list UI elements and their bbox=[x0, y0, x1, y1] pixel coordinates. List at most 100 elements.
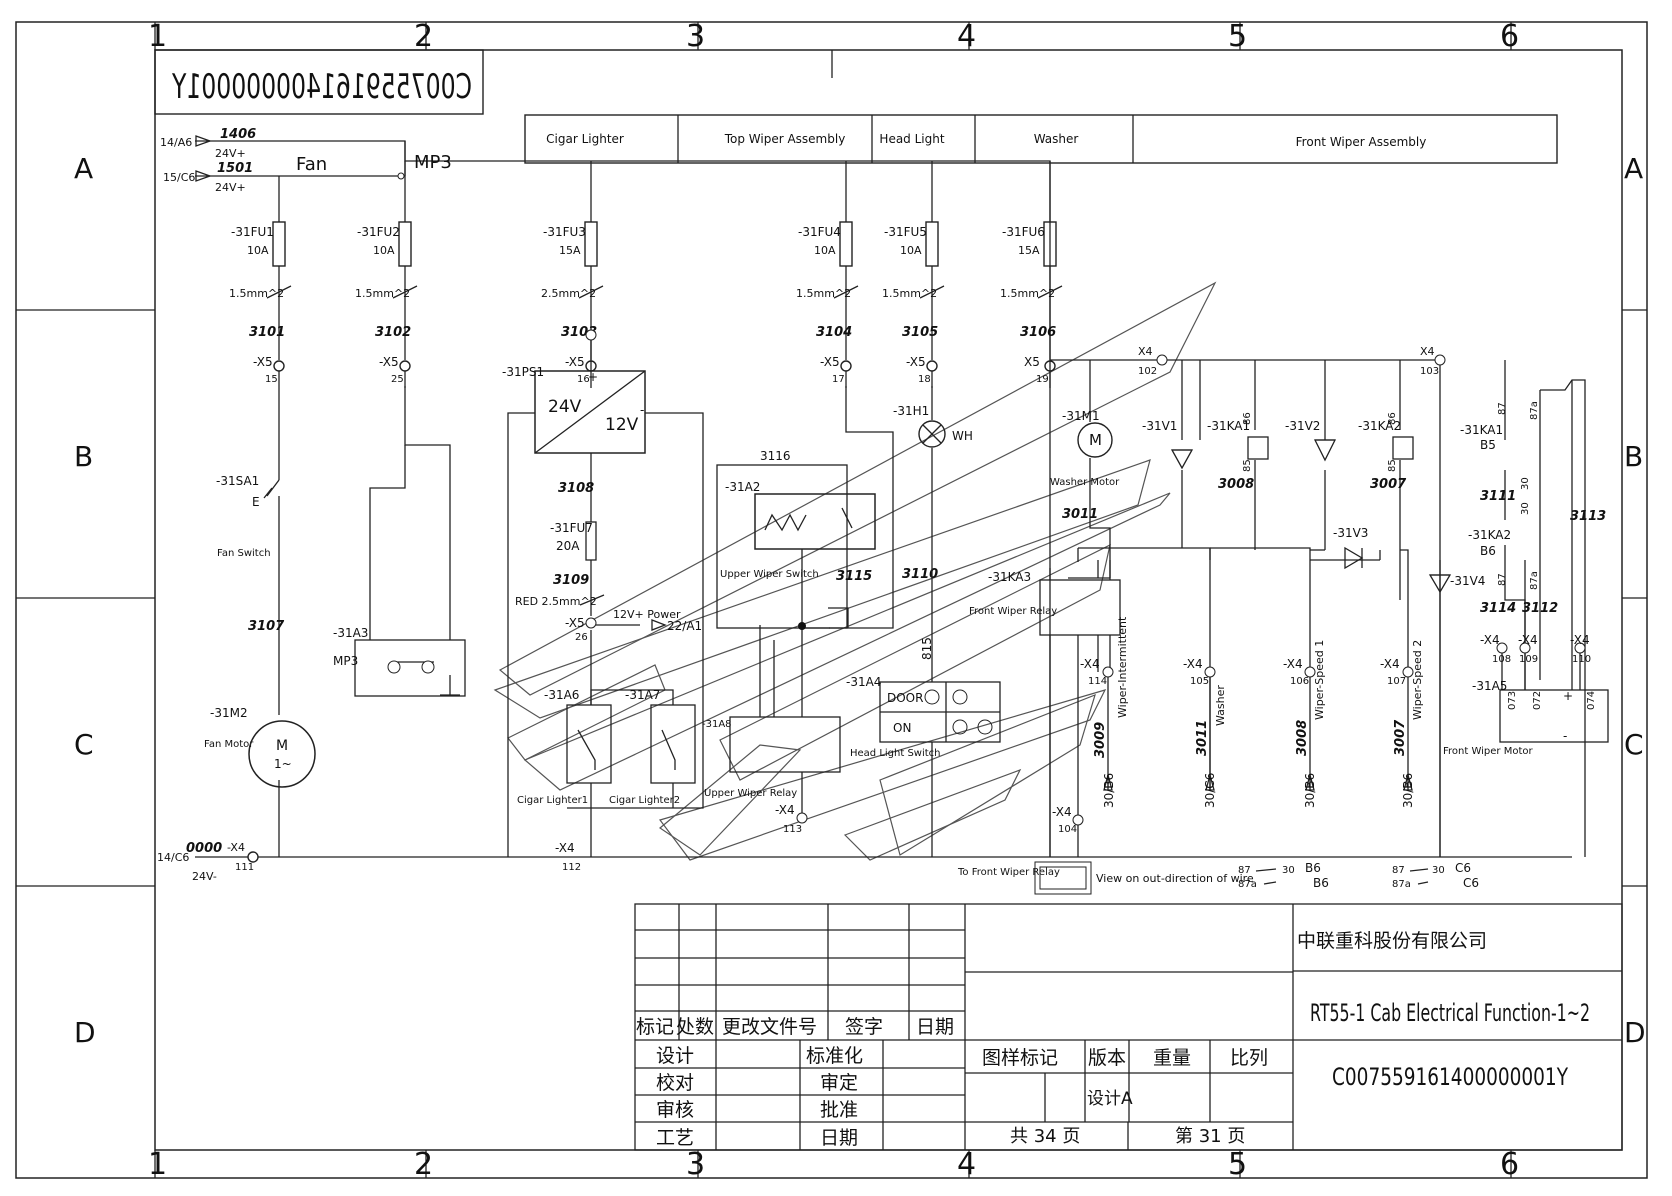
gnd-volt: 24V- bbox=[192, 870, 217, 883]
col-label-bottom: 4 bbox=[957, 1147, 976, 1182]
row-label-left: B bbox=[74, 440, 93, 473]
connector-icon bbox=[1034, 861, 1092, 895]
label-30-b6c: 30/B6 bbox=[1401, 773, 1415, 808]
head-lamp-icon bbox=[918, 420, 946, 448]
section-label: Head Light bbox=[879, 132, 944, 146]
wire-3007: 3007 bbox=[1370, 477, 1407, 492]
x4-105-num: 105 bbox=[1190, 676, 1209, 687]
company-name: 中联重科股份有限公司 bbox=[1297, 930, 1487, 952]
x4-112-label: -X4 bbox=[555, 841, 575, 855]
c-87-b: 87 bbox=[1497, 573, 1508, 586]
fuse-cross-section: 1.5mm^2 bbox=[796, 287, 851, 300]
wire-3115: 3115 bbox=[836, 569, 872, 584]
c-87: 87 bbox=[1497, 402, 1508, 415]
field-label: 重量 bbox=[1153, 1047, 1191, 1069]
role-left: 审核 bbox=[656, 1099, 694, 1121]
rev-header: 处数 bbox=[676, 1016, 714, 1038]
supply-in1-volt: 24V+ bbox=[215, 147, 246, 160]
rev-header: 签字 bbox=[845, 1016, 883, 1038]
leg-c6b: C6 bbox=[1463, 876, 1479, 890]
c-87a-b: 87a bbox=[1529, 571, 1540, 590]
ka2-85: 85 bbox=[1387, 459, 1398, 472]
mp3-jack-icon bbox=[421, 660, 435, 674]
fuse-terminal-label: -X5 bbox=[379, 355, 399, 369]
x4-104-num: 104 bbox=[1058, 824, 1077, 835]
mp3-branch bbox=[354, 386, 466, 697]
drawing-code: C007559161400000001Y bbox=[1332, 1063, 1568, 1091]
x4-105-label: -X4 bbox=[1183, 657, 1203, 671]
washer-motor-icon bbox=[1077, 422, 1113, 458]
ps1-12v: 12V bbox=[605, 415, 639, 435]
terminal-icon bbox=[273, 360, 285, 372]
fuse-terminal-number: 17 bbox=[832, 374, 845, 385]
fuse-cross-section: 1.5mm^2 bbox=[882, 287, 937, 300]
diode-icon bbox=[1170, 449, 1194, 470]
sa1-symbol: E bbox=[252, 495, 260, 509]
a8-label: -31A8 bbox=[702, 719, 732, 730]
wire-3114: 3114 bbox=[1480, 601, 1516, 616]
role-left: 校对 bbox=[656, 1072, 694, 1094]
cigar2-label: Cigar Lighter2 bbox=[609, 795, 680, 806]
x4-112-num: 112 bbox=[562, 862, 581, 873]
wire-3107: 3107 bbox=[248, 619, 285, 634]
h1-label: -31H1 bbox=[893, 404, 929, 418]
leg-87a: 87a bbox=[1238, 879, 1257, 890]
role-mid: 批准 bbox=[820, 1099, 858, 1121]
m073: 073 bbox=[1507, 691, 1518, 710]
v1-label: -31V1 bbox=[1142, 419, 1177, 433]
field-label: 版本 bbox=[1088, 1047, 1126, 1069]
fuse-wire-number: 3105 bbox=[902, 325, 938, 340]
wire-3116: 3116 bbox=[760, 449, 791, 463]
sa1-label: -31SA1 bbox=[216, 474, 259, 488]
x4-114-num: 114 bbox=[1088, 676, 1107, 687]
col-label-top: 4 bbox=[957, 19, 976, 54]
wire-3108: 3108 bbox=[558, 481, 594, 496]
fuse-terminal-label: -X5 bbox=[906, 355, 926, 369]
a4-label: -31A4 bbox=[846, 675, 881, 689]
x4-103-num: 103 bbox=[1420, 366, 1439, 377]
a3-label: -31A3 bbox=[333, 626, 368, 640]
fu7-label: -31FU7 bbox=[550, 521, 593, 535]
fuse-id: -31FU4 bbox=[798, 225, 841, 239]
ps1-label: -31PS1 bbox=[502, 365, 544, 379]
wire-3110: 3110 bbox=[902, 567, 938, 582]
title-block bbox=[634, 903, 1623, 1151]
gnd-wire: 0000 bbox=[186, 841, 222, 856]
leg-30: 30 bbox=[1282, 865, 1295, 876]
x4-106-num: 106 bbox=[1290, 676, 1309, 687]
x4-110-label: -X4 bbox=[1570, 633, 1590, 647]
upper-wiper-branch bbox=[716, 386, 894, 818]
col-label-bottom: 3 bbox=[686, 1147, 705, 1182]
fuse-wire-number: 3101 bbox=[249, 325, 285, 340]
fuse-wire-number: 3102 bbox=[375, 325, 411, 340]
washer-motor-label: Washer Motor bbox=[1050, 477, 1120, 488]
wire-3008: 3008 bbox=[1218, 477, 1254, 492]
a5-label: -31A5 bbox=[1472, 679, 1507, 693]
page-number: 第 31 页 bbox=[1175, 1126, 1245, 1147]
supply-in2-ref: 15/C6 bbox=[163, 171, 195, 184]
fuse-cross-section: 1.5mm^2 bbox=[1000, 287, 1055, 300]
fuse-wire-number: 3106 bbox=[1020, 325, 1056, 340]
arrow-in1-icon bbox=[195, 135, 212, 147]
x4-107-label: -X4 bbox=[1380, 657, 1400, 671]
fuse-id: -31FU2 bbox=[357, 225, 400, 239]
ka1-86: 86 bbox=[1242, 412, 1253, 425]
col-label-top: 6 bbox=[1500, 19, 1519, 54]
view-note: View on out-direction of wire bbox=[1096, 872, 1254, 885]
ka2-86: 86 bbox=[1387, 412, 1398, 425]
x5-26-label: -X5 bbox=[565, 616, 585, 630]
m072: 072 bbox=[1532, 691, 1543, 710]
wire-815: 815 bbox=[920, 637, 934, 660]
terminal-icon bbox=[840, 360, 852, 372]
field-label: 比列 bbox=[1230, 1047, 1268, 1069]
grid-row-labels: A B C D A B C D bbox=[74, 152, 1646, 1049]
leg-30: 30 bbox=[1432, 865, 1445, 876]
c-87a: 87a bbox=[1529, 401, 1540, 420]
terminal-icon bbox=[1072, 814, 1084, 826]
fan-motor-label: Fan Motor bbox=[204, 739, 254, 750]
col-label-bottom: 1 bbox=[148, 1147, 167, 1182]
x4-102-label: X4 bbox=[1138, 345, 1153, 358]
fan-branch bbox=[263, 388, 280, 857]
on-label: ON bbox=[893, 721, 911, 735]
rev-header: 更改文件号 bbox=[722, 1016, 817, 1038]
